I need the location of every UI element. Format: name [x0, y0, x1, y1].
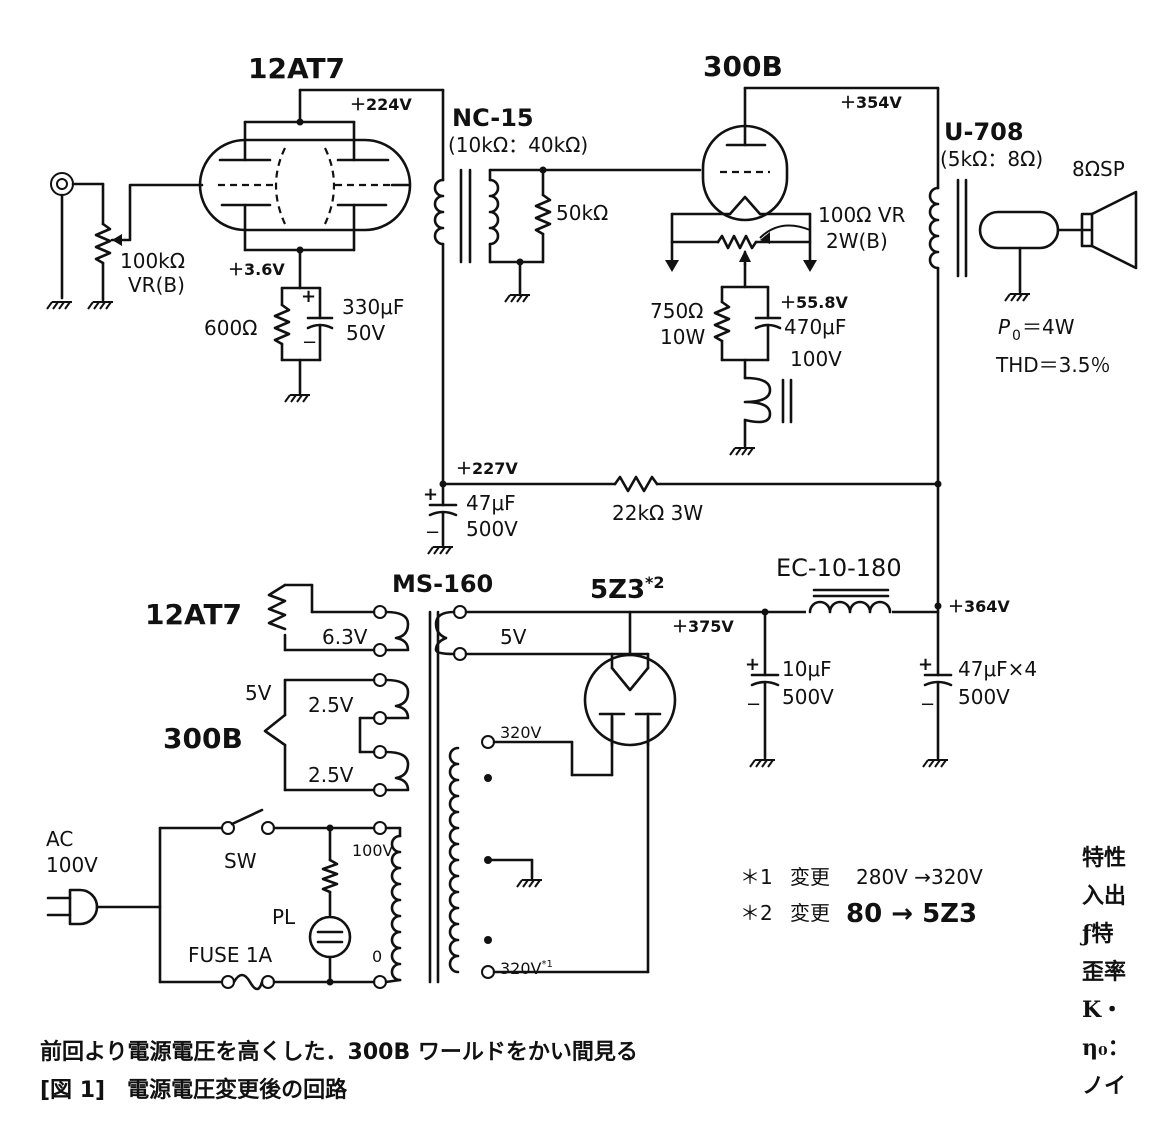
voltage-plate-300b: ＋354V — [840, 93, 902, 112]
output-transformer-name: U-708 — [944, 118, 1024, 146]
fuse-label: FUSE 1A — [188, 943, 273, 967]
grid-resistor: 50kΩ — [556, 201, 608, 225]
hum-balance-vr — [665, 212, 817, 289]
voltage-227: ＋227V — [456, 459, 518, 478]
svg-text:＊2: ＊2 — [740, 901, 773, 925]
winding-hv-bottom: 320V*1 — [500, 959, 553, 978]
volume-pot — [87, 182, 204, 310]
winding-25v-b: 2.5V — [308, 763, 354, 787]
tube-5z3 — [583, 610, 677, 747]
choke-name: EC-10-180 — [776, 554, 902, 582]
cathode-cap-300b-value: 470μF — [784, 315, 846, 339]
svg-text:+: + — [918, 654, 933, 675]
interstage-name: NC-15 — [452, 104, 534, 132]
cap-364-value: 47μF×4 — [958, 657, 1037, 681]
svg-text:＝4W: ＝4W — [1022, 315, 1075, 339]
side-text-1: 入出 — [1082, 883, 1127, 909]
cap-375-voltage: 500V — [782, 685, 834, 709]
thd-spec: THD＝3.5％ — [995, 353, 1110, 377]
filter-section: + − + − — [745, 588, 953, 768]
speaker-label: 8ΩSP — [1072, 157, 1125, 181]
cathode-cap-300b-voltage: 100V — [790, 347, 842, 371]
voltage-cathode-300b: ＋55.8V — [780, 293, 848, 312]
svg-text:80 → 5Z3: 80 → 5Z3 — [846, 899, 977, 929]
side-text-6: ノイ — [1082, 1073, 1127, 1099]
winding-hv-top: 320V — [500, 723, 542, 742]
svg-text:＊1: ＊1 — [740, 865, 773, 889]
svg-text:−: − — [746, 694, 761, 715]
cathode-cap-12at7-voltage: 50V — [346, 321, 385, 345]
interstage-ratio: (10kΩ：40kΩ) — [448, 133, 588, 157]
figure-caption-line1: 前回より電源電圧を高くした．300B ワールドをかい間見る — [40, 1040, 638, 1065]
cap-227-voltage: 500V — [466, 517, 518, 541]
cap-364-voltage: 500V — [958, 685, 1010, 709]
cathode-cap-12at7-value: 330μF — [342, 295, 404, 319]
winding-63v: 6.3V — [322, 625, 368, 649]
interstage-transformer — [433, 88, 702, 486]
tube-300b-label: 300B — [703, 50, 783, 83]
svg-text:変更: 変更 — [790, 901, 830, 925]
vr-value: 100Ω VR — [818, 203, 905, 227]
output-transformer — [928, 86, 1092, 607]
side-text-2: ƒ特 — [1082, 921, 1114, 947]
heater-load-300b: 300B — [163, 722, 243, 755]
cathode-resistor-300b-watt: 10W — [660, 325, 705, 349]
output-transformer-ratio: (5kΩ：8Ω) — [940, 147, 1043, 171]
power-output-spec: P 0 ＝4W — [998, 315, 1075, 344]
vr-rating: 2W(B) — [826, 229, 888, 253]
ac-voltage: 100V — [46, 853, 98, 877]
volume-value: 100kΩ — [120, 249, 185, 273]
cathode-resistor-300b-value: 750Ω — [650, 299, 703, 323]
cathode-network-12at7: + − — [273, 286, 334, 403]
svg-text:P: P — [998, 315, 1011, 339]
tube-5z3-label: 5Z3*2 — [590, 573, 665, 605]
mains-section — [46, 808, 376, 991]
primary-100v: 100V — [352, 841, 394, 860]
voltage-375: ＋375V — [672, 617, 734, 636]
cap-375-value: 10μF — [782, 657, 832, 681]
tube-12at7-label: 12AT7 — [248, 52, 345, 85]
input-jack — [46, 172, 105, 310]
switch-label: SW — [224, 849, 257, 873]
winding-5v-rect: 5V — [500, 625, 527, 649]
pilot-lamp-label: PL — [272, 905, 296, 929]
heater-5v-label: 5V — [245, 681, 272, 705]
tube-300b — [670, 86, 940, 222]
cathode-resistor-12at7: 600Ω — [204, 316, 257, 340]
heater-load-12at7: 12AT7 — [145, 598, 242, 631]
side-text-4: K・ — [1082, 997, 1124, 1023]
side-text-0: 特性 — [1082, 845, 1127, 871]
side-text-5: η₀： — [1082, 1035, 1130, 1061]
voltage-364: ＋364V — [948, 597, 1010, 616]
tube-12at7 — [198, 88, 445, 290]
primary-0v: 0 — [372, 947, 382, 966]
svg-text:0: 0 — [1012, 328, 1021, 344]
volume-taper: VR(B) — [128, 273, 185, 297]
change-note-1: ＊1 変更 280V →320V — [740, 865, 983, 889]
change-note-2: ＊2 変更 80 → 5Z3 — [740, 899, 977, 929]
side-text-3: 歪率 — [1082, 959, 1127, 985]
bplus-bus: + − — [423, 475, 942, 555]
voltage-plate-12at7: ＋224V — [350, 95, 412, 114]
svg-text:−: − — [302, 332, 317, 353]
svg-text:変更: 変更 — [790, 865, 830, 889]
cap-227-value: 47μF — [466, 491, 516, 515]
ac-label: AC — [46, 827, 73, 851]
power-transformer-name: MS-160 — [392, 570, 493, 598]
svg-text:+: + — [301, 286, 316, 307]
speaker-icon — [1080, 190, 1138, 270]
svg-text:+: + — [745, 654, 760, 675]
svg-text:+: + — [423, 484, 438, 505]
svg-text:−: − — [425, 522, 440, 543]
figure-caption-line2: [図 1] 電源電圧変更後の回路 — [40, 1078, 348, 1103]
power-transformer — [263, 583, 940, 989]
cathode-network-300b — [713, 285, 793, 456]
winding-25v-a: 2.5V — [308, 693, 354, 717]
svg-text:−: − — [920, 694, 935, 715]
dropping-resistor: 22kΩ 3W — [612, 501, 703, 525]
voltage-cathode-12at7: ＋3.6V — [228, 260, 285, 279]
svg-text:280V →320V: 280V →320V — [856, 865, 983, 889]
